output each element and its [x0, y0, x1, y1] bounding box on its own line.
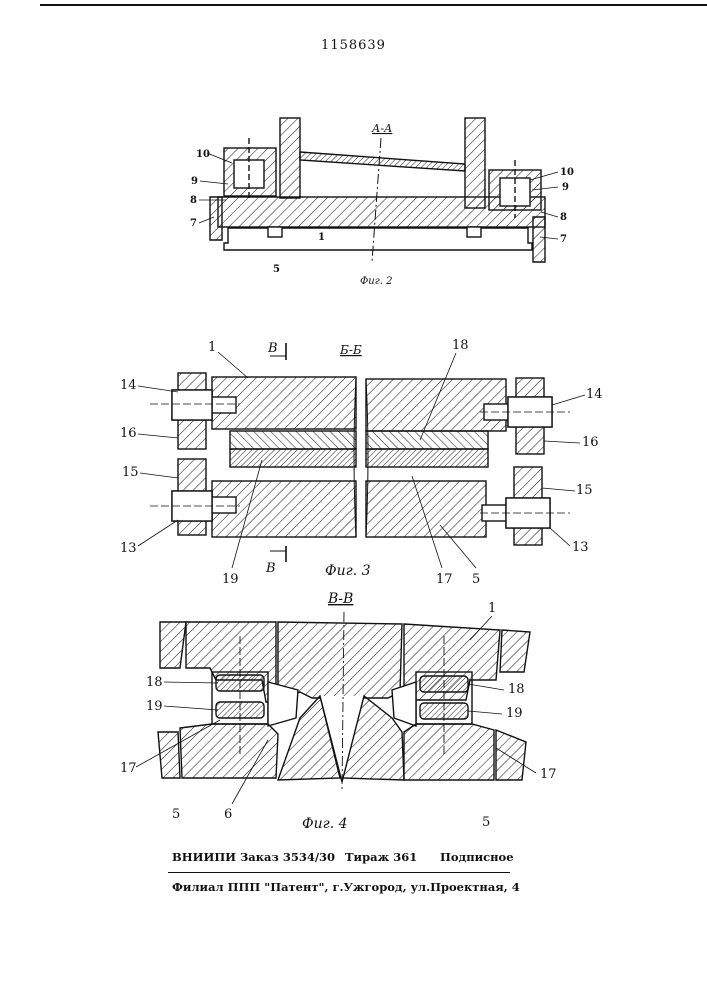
fig4-lower-right-edge: [496, 730, 526, 780]
fig2-top-strip: [300, 152, 465, 171]
fig4-callout: 19: [146, 699, 163, 714]
fig4-callout: 6: [224, 807, 232, 822]
fig2-right-post: [465, 118, 485, 208]
fig2-left-post: [280, 118, 300, 198]
fig3-callout: 13: [572, 540, 589, 555]
fig4-lower-left-edge: [158, 732, 180, 778]
fig2-section-label: А-А: [371, 122, 392, 135]
fig2-right-bracket: [533, 217, 545, 262]
fig3-left-strip-upper: [230, 431, 356, 449]
fig4-callout: 17: [120, 761, 137, 776]
figure-4: [158, 612, 530, 790]
fig4-caption: Фиг. 4: [302, 816, 348, 832]
fig2-callout: 5: [273, 264, 280, 275]
fig3-callout: 14: [120, 378, 137, 393]
fig2-callout: 7: [190, 218, 197, 229]
fig2-callout: 9: [562, 182, 569, 193]
colophon-subscription: Подписное: [440, 850, 514, 864]
fig3-view-label: В: [265, 561, 276, 576]
fig4-callout: 5: [482, 815, 490, 830]
fig3-callout: 16: [120, 426, 137, 441]
fig3-right-strip-upper: [366, 431, 488, 449]
fig3-callout: 13: [120, 541, 137, 556]
fig2-callout: 8: [560, 212, 567, 223]
fig3-callout: 16: [582, 435, 599, 450]
fig4-left-wedge: [268, 682, 298, 726]
fig2-callout: 10: [196, 149, 210, 160]
figure-2: [210, 118, 545, 262]
fig4-upper-block-center: [278, 622, 402, 700]
fig4-callout: 1: [488, 601, 496, 616]
fig2-callout: 1: [318, 232, 325, 243]
fig3-caption: Фиг. 3: [325, 563, 371, 579]
figure-3: [150, 343, 570, 562]
fig4-right-wedge: [392, 682, 416, 726]
fig4-upper-left-edge: [160, 622, 186, 668]
fig3-left-strip-lower: [230, 449, 356, 467]
fig4-callout: 5: [172, 807, 180, 822]
colophon-org: ВНИИПИ: [172, 850, 236, 864]
fig3-section-label: Б-Б: [339, 343, 362, 357]
fig3-callout: 17: [436, 572, 453, 587]
fig3-right-lower-block: [366, 481, 486, 537]
fig3-callout: 18: [452, 338, 469, 353]
fig3-right-strip-lower: [366, 449, 488, 467]
colophon-divider: [168, 872, 510, 873]
fig4-lower-block-right: [404, 724, 494, 780]
colophon-order: Заказ 3534/30: [240, 850, 335, 864]
colophon-branch: Филиал ППП "Патент", г.Ужгород, ул.Проек…: [172, 880, 520, 894]
fig3-callout: 15: [576, 483, 593, 498]
colophon-circulation: Тираж 361: [345, 850, 417, 864]
fig4-callout: 18: [146, 675, 163, 690]
fig4-section-label: В-В: [327, 591, 353, 607]
fig3-callout: 5: [472, 572, 480, 587]
fig4-callout: 17: [540, 767, 557, 782]
fig3-callout: 14: [586, 387, 603, 402]
fig2-callout: 7: [560, 234, 567, 245]
fig2-callout: 10: [560, 167, 574, 178]
fig4-callout: 18: [508, 682, 525, 697]
fig3-callout: 1: [208, 340, 216, 355]
fig2-callout: 9: [191, 176, 198, 187]
fig3-callout: 15: [122, 465, 139, 480]
fig4-upper-right-edge: [500, 630, 530, 672]
fig2-caption: Фиг. 2: [360, 276, 393, 287]
fig4-callout: 19: [506, 706, 523, 721]
fig4-lower-block-left: [180, 724, 278, 778]
fig3-view-label: В: [267, 341, 278, 356]
fig3-callout: 19: [222, 572, 239, 587]
fig2-callout: 8: [190, 195, 197, 206]
fig2-left-bracket: [210, 197, 222, 240]
